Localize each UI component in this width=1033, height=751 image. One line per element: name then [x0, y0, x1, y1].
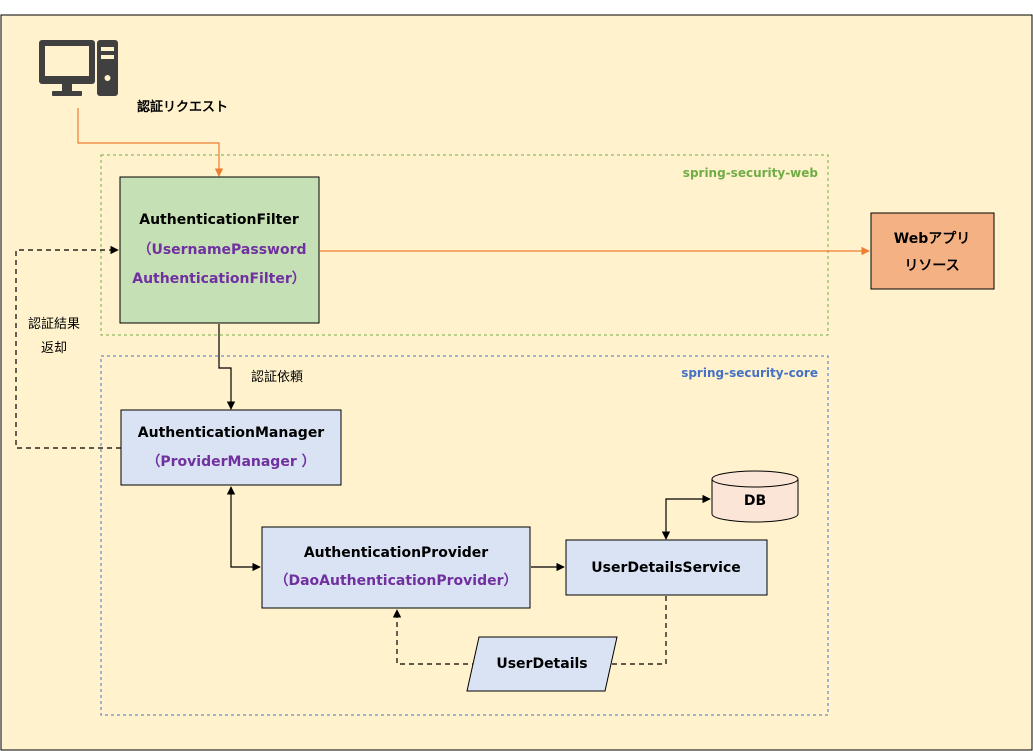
delegate-auth-arrow — [218, 324, 236, 410]
web-resource-line1: Webアプリ — [894, 231, 970, 247]
web-resource-line2: リソース — [904, 258, 959, 274]
user-details-node: UserDetails — [466, 636, 618, 692]
manager-provider-arrow — [226, 486, 261, 572]
auth-result-label-line2: 返却 — [41, 341, 67, 356]
spring-security-web-zone — [100, 154, 829, 336]
auth-request-arrow — [77, 108, 224, 177]
database-label: DB — [744, 493, 766, 509]
diagram-background — [0, 14, 1033, 751]
spring-security-core-zone — [100, 355, 829, 716]
service-userdetails-line — [607, 596, 667, 665]
authentication-filter-node: AuthenticationFilter （UsernamePassword A… — [119, 176, 320, 324]
auth-result-return-arrow — [15, 245, 121, 449]
web-resource-node: Webアプリ リソース — [870, 212, 995, 290]
service-db-arrow — [661, 494, 711, 540]
spring-security-core-label: spring-security-core — [681, 366, 818, 380]
authentication-provider-impl: （DaoAuthenticationProvider） — [274, 573, 517, 589]
authentication-manager-node: AuthenticationManager （ProviderManager ） — [120, 409, 342, 486]
authentication-provider-title: AuthenticationProvider — [304, 545, 488, 561]
user-details-label: UserDetails — [496, 656, 587, 672]
database-node: DB — [711, 470, 799, 523]
auth-result-label-line1: 認証結果 — [28, 316, 80, 332]
spring-security-web-label: spring-security-web — [683, 166, 819, 180]
auth-request-label: 認証リクエスト — [137, 99, 228, 115]
delegate-auth-label: 認証依頼 — [251, 369, 303, 385]
authentication-filter-impl-line2: AuthenticationFilter） — [132, 271, 306, 287]
authentication-filter-impl-line1: （UsernamePassword — [137, 242, 306, 258]
authentication-filter-title: AuthenticationFilter — [139, 212, 299, 228]
user-details-service-node: UserDetailsService — [565, 539, 768, 596]
authentication-provider-node: AuthenticationProvider （DaoAuthenticatio… — [261, 526, 531, 609]
authentication-manager-impl: （ProviderManager ） — [146, 454, 315, 470]
authentication-manager-title: AuthenticationManager — [138, 425, 325, 441]
desktop-computer-icon — [39, 40, 118, 96]
user-details-service-title: UserDetailsService — [591, 560, 741, 576]
